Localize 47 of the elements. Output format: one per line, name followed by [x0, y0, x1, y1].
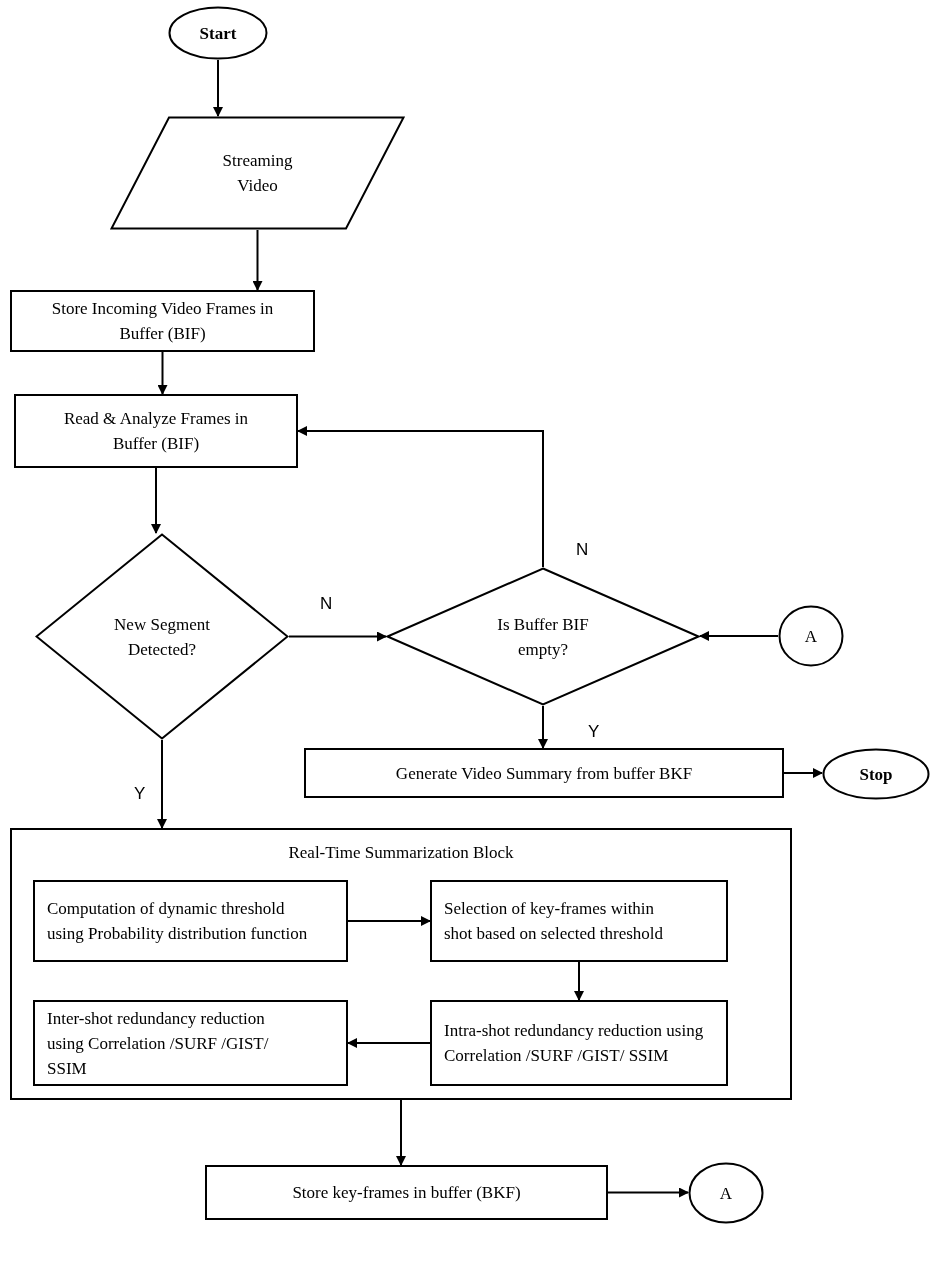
- step-text: Intra-shot redundancy reduction using Correlation /SURF /GIST/ SSIM: [444, 1020, 705, 1067]
- arrow: [607, 1187, 689, 1198]
- arrow: [396, 1099, 406, 1166]
- terminal-ellipse: [822, 748, 930, 800]
- step-text: A: [804, 625, 818, 648]
- step-text: Store key-frames in buffer (BKF): [292, 1182, 521, 1204]
- arrow: [538, 705, 548, 749]
- process-box: [14, 394, 298, 468]
- step-text: Store Incoming Video Frames in Buffer (BIF): [50, 298, 275, 345]
- input-parallelogram: [110, 116, 405, 230]
- arrow: [783, 768, 823, 778]
- decision-diamond: [386, 567, 700, 706]
- process-box: [10, 290, 315, 352]
- step-text: Generate Video Summary from buffer BKF: [395, 762, 693, 785]
- arrow: [157, 351, 168, 395]
- process-box: [430, 1000, 728, 1086]
- arrow: [151, 467, 161, 534]
- terminal-ellipse: [168, 6, 268, 60]
- arrow: [347, 1038, 431, 1048]
- process-box: [33, 880, 348, 962]
- step-text: Start: [199, 22, 237, 45]
- step-text: Read & Analyze Frames in Buffer (BIF): [62, 408, 250, 455]
- arrow: [288, 631, 387, 642]
- arrow: [157, 739, 167, 829]
- process-box: [33, 1000, 348, 1086]
- arrow: [574, 961, 584, 1001]
- arrow: [252, 229, 263, 291]
- step-text: Selection of key-frames within shot based on selected threshold: [444, 898, 665, 945]
- arrow: [699, 631, 779, 641]
- arrow: [347, 916, 431, 926]
- step-text: New Segment Detected?: [114, 613, 210, 661]
- step-text: Inter-shot redundancy reduction using Correlation /SURF /GIST/ SSIM: [47, 1007, 270, 1080]
- arrow: [213, 59, 223, 117]
- group-box: [10, 828, 792, 1100]
- step-text: A: [719, 1182, 733, 1205]
- decision-diamond: [35, 533, 289, 740]
- connector-circle: [688, 1162, 764, 1224]
- connector-circle: [778, 605, 844, 667]
- step-text: Is Buffer BIF empty?: [496, 613, 590, 661]
- step-text: Streaming Video: [221, 150, 294, 197]
- step-text: Stop: [859, 763, 893, 786]
- group-title: Real-Time Summarization Block: [288, 842, 514, 864]
- process-box: [304, 748, 784, 798]
- process-box: [205, 1165, 608, 1220]
- step-text: Computation of dynamic threshold using Probability distribution function: [47, 898, 309, 945]
- process-box: [430, 880, 728, 962]
- arrow: [297, 426, 544, 568]
